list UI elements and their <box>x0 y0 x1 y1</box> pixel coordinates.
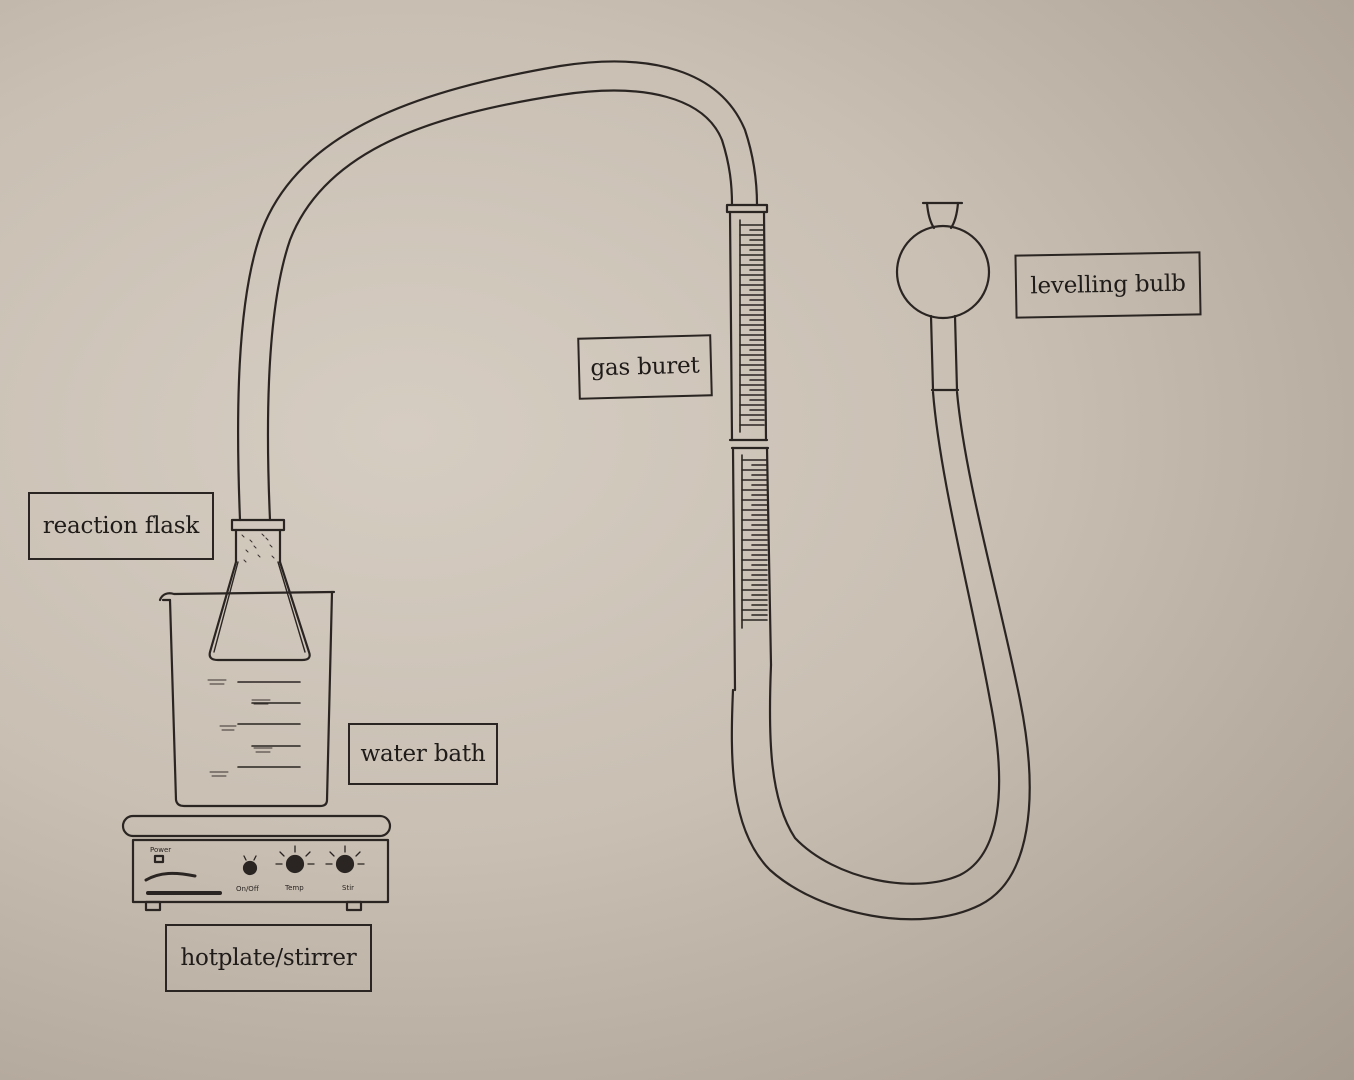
levelling-bulb <box>895 201 991 392</box>
water-bath-label: water bath <box>348 723 498 785</box>
reaction-flask-label: reaction flask <box>28 492 214 560</box>
power-label: Power <box>150 846 171 854</box>
gas-buret-label: gas buret <box>577 334 713 400</box>
stir-label: Stir <box>342 884 354 892</box>
on-off-label: On/Off <box>236 885 259 893</box>
rubber-tubing-upper-inner <box>266 89 734 522</box>
rubber-tubing-upper-outer <box>236 60 759 522</box>
gas-buret <box>725 203 773 692</box>
rubber-tubing-lower-inner <box>768 390 1001 885</box>
reaction-flask <box>208 518 311 662</box>
levelling-bulb-label: levelling bulb <box>1014 251 1202 319</box>
hotplate-stirrer-label: hotplate/stirrer <box>165 924 372 992</box>
rubber-tubing-lower-outer <box>730 390 1031 921</box>
water-bath-beaker <box>158 590 336 808</box>
hotplate-stirrer <box>121 814 392 912</box>
temp-label: Temp <box>284 884 304 892</box>
